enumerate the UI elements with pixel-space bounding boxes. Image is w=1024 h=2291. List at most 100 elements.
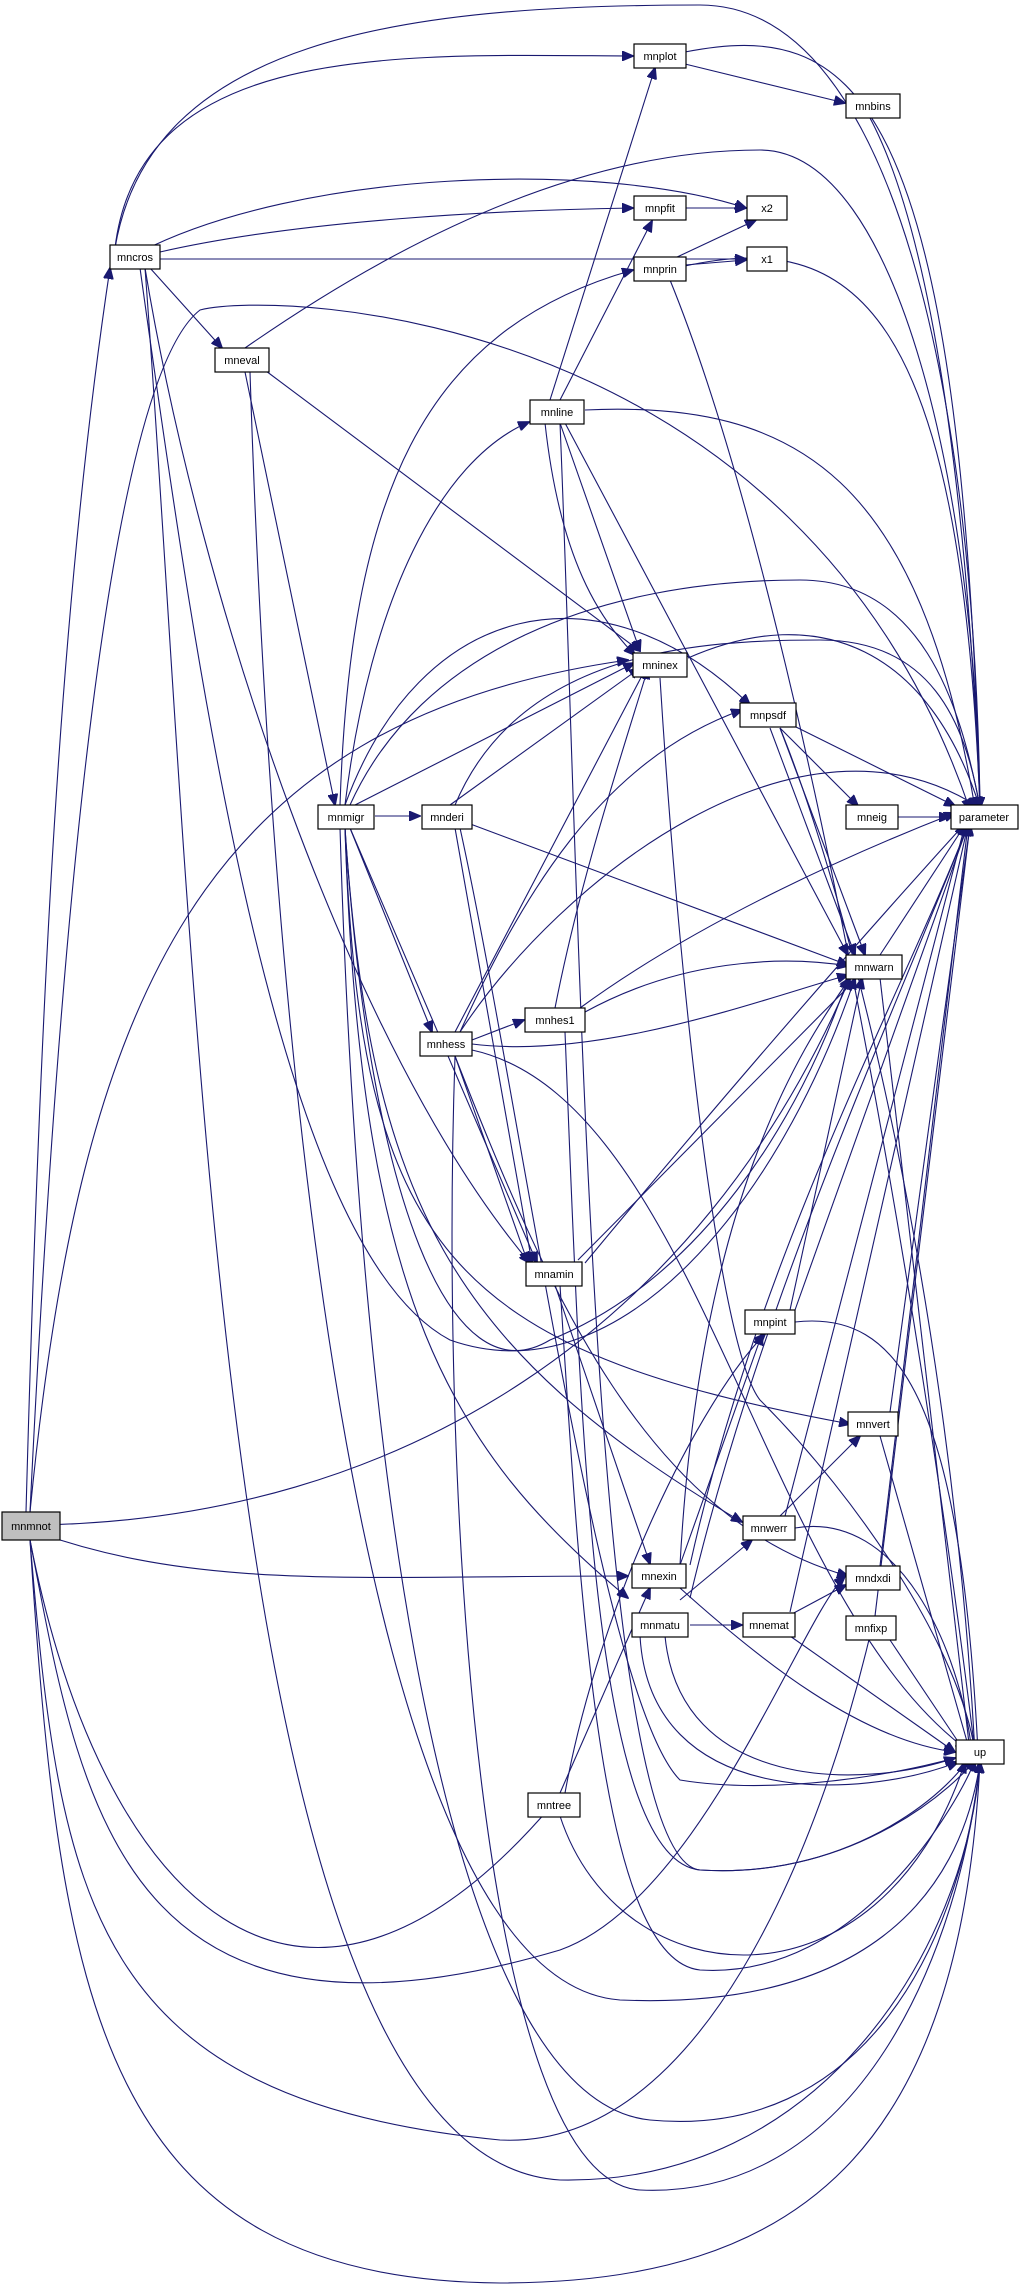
edge-mnwarn-parameter [879,825,965,956]
node-mnmigr-label: mnmigr [328,812,365,824]
node-x2[interactable]: x2 [746,195,788,221]
node-mnwarn[interactable]: mnwarn [845,954,903,980]
node-mneval[interactable]: mneval [214,347,270,373]
edge-mnpsdf-mneig [779,727,858,806]
edge-mnhess-up [471,1049,970,1752]
edge-mntree-up [559,1762,965,1956]
edge-mnline-up [559,422,975,1872]
edge-mnemat-mndxdi [789,1585,846,1616]
node-mnexin[interactable]: mnexin [631,1563,687,1589]
edge-mnmigr-parameter [349,579,980,808]
edge-mnmnot-mntree [29,1539,552,1948]
edge-mncros-up [144,267,980,2181]
node-mnplot[interactable]: mnplot [633,43,687,69]
node-mnmatu[interactable]: mnmatu [631,1612,689,1638]
node-mnvert[interactable]: mnvert [847,1411,899,1437]
node-mnline[interactable]: mnline [529,399,585,425]
edge-mnhes1-parameter [579,813,955,1009]
node-mnbins-label: mnbins [855,101,891,113]
edge-mnmatu-parameter [689,825,968,1599]
node-mndxdi[interactable]: mndxdi [845,1565,901,1591]
node-mnpfit[interactable]: mnpfit [633,195,687,221]
nodes: mnmnot mncros mneval mnmigr mnderi mnhes… [1,43,1019,1818]
node-mnmnot[interactable]: mnmnot [1,1511,61,1541]
node-up[interactable]: up [955,1739,1005,1765]
edge-mnderi-parameter [454,639,980,808]
edge-mnfixp-parameter [874,825,970,1617]
node-mnemat[interactable]: mnemat [742,1612,796,1638]
edge-mndxdi-parameter [879,825,968,1567]
edge-mnhes1-up [564,1031,970,1872]
edge-mnwerr-up [794,1525,972,1752]
edge-mnline-parameter [584,408,975,808]
edge-mnamin-up [559,1284,975,1971]
node-mnwerr[interactable]: mnwerr [742,1515,796,1541]
edge-mnpsdf-parameter [791,724,955,806]
node-mnbins[interactable]: mnbins [845,93,901,119]
node-mnmatu-label: mnmatu [640,1620,680,1632]
edge-mnmatu-up-2 [639,1635,958,1786]
edge-mnhess-up-2 [451,1055,980,2191]
edge-mnmnot-up [29,1539,980,2284]
edge-mnamin-parameter [584,818,970,1264]
edge-mnhess-mnwarn [471,975,848,1048]
node-mnhess[interactable]: mnhess [419,1031,473,1057]
node-mntree[interactable]: mntree [527,1792,581,1818]
edge-mnwerr-parameter [784,825,965,1517]
node-mninex-label: mninex [642,660,678,672]
node-mnamin-label: mnamin [534,1269,573,1281]
edge-mnhess-mnamin [454,1055,528,1263]
node-mnamin[interactable]: mnamin [525,1261,583,1287]
edge-mnhess-mndxdi [454,1055,848,1576]
node-mncros[interactable]: mncros [109,244,161,270]
edge-mneval-up [249,371,980,2002]
edge-mneval-parameter [244,149,980,808]
node-mnpfit-label: mnpfit [645,203,675,215]
node-mnpsdf[interactable]: mnpsdf [739,702,797,728]
edge-mnmnot-mninex [29,660,628,1513]
edge-mntree-mnpint [564,1334,765,1794]
edge-mnmatu-up [664,1635,955,1776]
edge-mnmigr-mnvert [344,827,850,1424]
node-mneig[interactable]: mneig [845,804,899,830]
edge-mnbins-parameter [869,117,980,808]
edge-mnprin-up [669,279,975,1752]
edge-mnprin-x2 [674,220,756,259]
edge-mnmnot-parameter [29,304,970,1513]
edge-mnderi-mnwarn [464,821,848,965]
node-mnfixp[interactable]: mnfixp [845,1615,897,1641]
node-mnhes1[interactable]: mnhes1 [524,1007,586,1033]
edge-mnmnot-mnfixp [29,1539,872,2141]
node-mnderi-label: mnderi [430,812,464,824]
node-mndxdi-label: mndxdi [855,1573,890,1585]
node-mnhess-label: mnhess [427,1039,466,1051]
edge-mnplot-mnbins [684,63,845,103]
edge-mncros-mnwarn [139,267,855,1352]
node-mnfixp-label: mnfixp [855,1623,887,1635]
node-mnpint[interactable]: mnpint [744,1309,796,1335]
node-mnmigr[interactable]: mnmigr [317,804,375,830]
edge-mnemat-parameter [789,825,968,1613]
edge-mnwarn-up [879,977,970,1752]
edge-mncros-parameter [114,4,980,808]
edge-mnline-mnpfit [559,221,652,401]
edge-mnmnot-mndxdi [29,1539,845,1984]
edge-mnmigr-up [339,827,980,2122]
node-mninex[interactable]: mninex [632,652,688,678]
node-mncros-label: mncros [117,252,154,264]
edge-mneval-mninex [261,367,640,651]
node-mnwerr-label: mnwerr [751,1523,788,1535]
edge-mncros-mnplot [114,55,633,249]
node-mnderi[interactable]: mnderi [421,804,473,830]
node-mnline-label: mnline [541,407,573,419]
edge-mnmigr-mnwarn [344,827,848,1352]
node-mnprin[interactable]: mnprin [633,256,687,282]
edge-mneval-mnmigr [244,371,335,805]
node-mnplot-label: mnplot [643,51,676,63]
node-x1[interactable]: x1 [746,246,788,272]
edge-mnhess-parameter [459,770,980,1033]
node-parameter[interactable]: parameter [950,804,1019,830]
edge-mnpsdf-mnwarn [769,727,855,955]
edge-mnline-mninex [559,422,640,651]
